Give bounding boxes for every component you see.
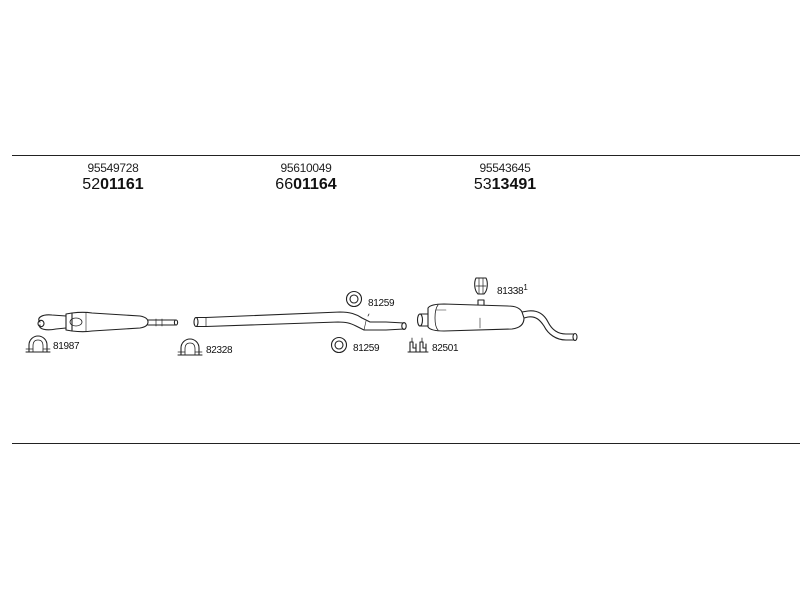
group-header-middle-pipe: 95610049 6601164 <box>226 161 386 195</box>
part-number[interactable]: 5313491 <box>425 175 585 195</box>
callout-rubber-mount-number: 81338 <box>497 286 524 297</box>
oe-number: 95549728 <box>87 161 139 175</box>
oe-number: 95543645 <box>479 161 531 175</box>
bottom-divider <box>12 443 800 444</box>
group-header-rear-muffler: 95543645 5313491 <box>425 161 585 195</box>
oe-number: 95610049 <box>280 161 332 175</box>
bracket-icon[interactable] <box>407 337 429 353</box>
callout-ring-lower[interactable]: 81259 <box>353 343 380 354</box>
callout-ring-upper[interactable]: 81259 <box>368 298 395 309</box>
rear-muffler-part[interactable] <box>416 299 578 342</box>
part-number[interactable]: 6601164 <box>226 175 386 195</box>
sealing-ring-icon[interactable] <box>330 336 348 354</box>
part-number-prefix: 53 <box>473 176 492 193</box>
part-number-prefix: 52 <box>82 176 101 193</box>
rubber-mount-icon[interactable] <box>474 277 488 295</box>
part-number-main: 01164 <box>293 176 337 193</box>
clamp-icon[interactable] <box>25 335 51 353</box>
clamp-icon[interactable] <box>177 338 203 356</box>
front-muffler-part[interactable] <box>37 311 179 333</box>
callout-bracket[interactable]: 82501 <box>432 343 459 354</box>
callout-clamp-front[interactable]: 81987 <box>53 341 80 352</box>
middle-pipe-part[interactable] <box>193 311 407 331</box>
sealing-ring-icon[interactable] <box>345 290 363 308</box>
part-number[interactable]: 5201161 <box>33 175 193 195</box>
callout-clamp-mid[interactable]: 82328 <box>206 345 233 356</box>
callout-rubber-mount-qty: 1 <box>523 283 528 292</box>
part-number-main: 13491 <box>491 176 537 193</box>
part-number-prefix: 66 <box>275 176 294 193</box>
part-number-main: 01161 <box>100 176 144 193</box>
group-header-front-muffler: 95549728 5201161 <box>33 161 193 195</box>
top-divider <box>12 155 800 156</box>
callout-rubber-mount[interactable]: 813381 <box>497 283 528 298</box>
